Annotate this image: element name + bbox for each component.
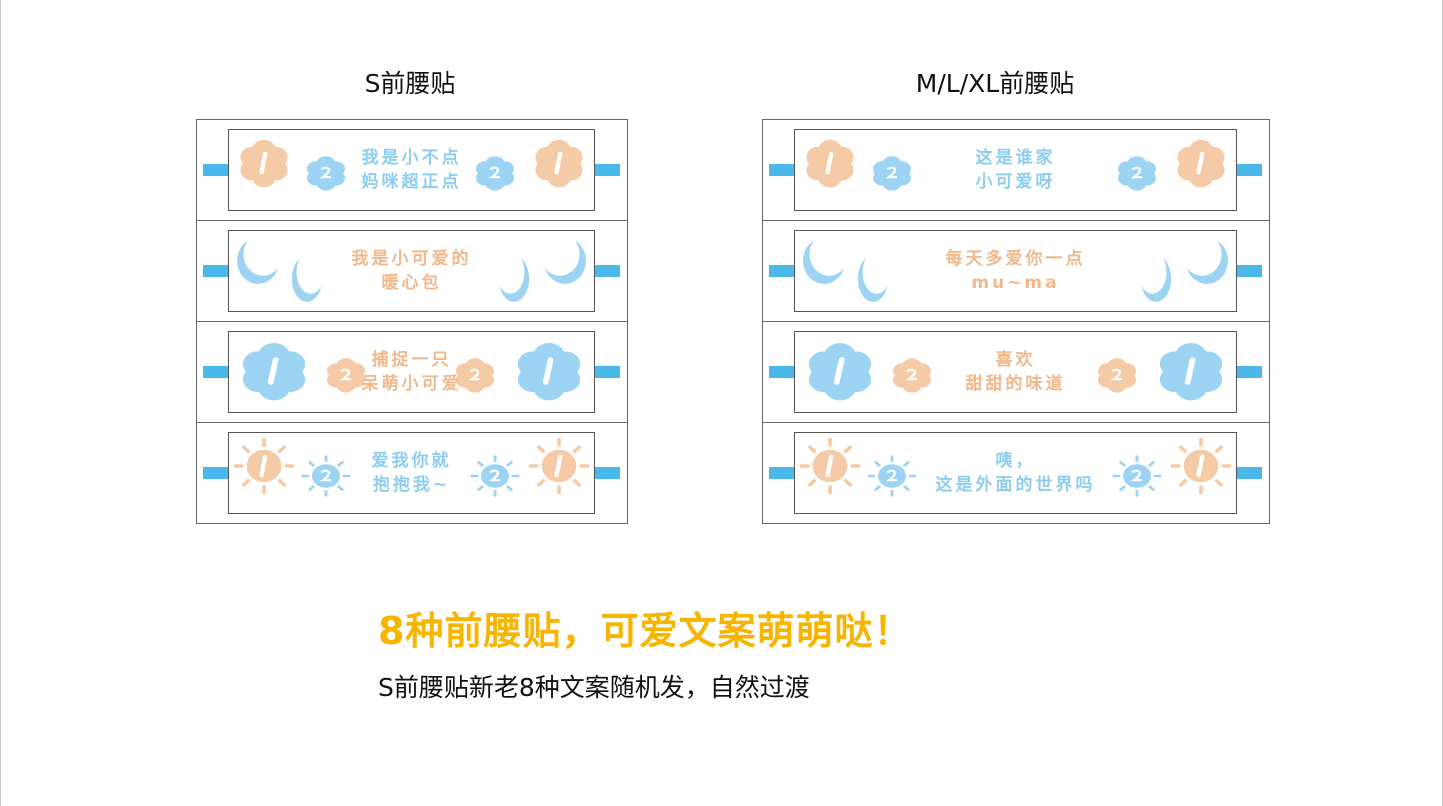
sticker-text: 每天多爱你一点 mu~ma	[795, 247, 1236, 295]
big-cloud-icon	[528, 134, 590, 196]
sticker-text-line: 这是外面的世界吗	[935, 475, 1096, 495]
left-tab	[203, 164, 228, 176]
small-cloud-icon	[321, 354, 371, 400]
sticker-text: 咦， 这是外面的世界吗	[795, 449, 1236, 497]
big-cloud-icon	[799, 336, 881, 410]
big-moon-icon	[540, 235, 590, 294]
sticker-row: 捕捉一只呆萌小可爱	[197, 322, 627, 423]
big-moon-icon	[1182, 235, 1232, 294]
small-moon-icon	[855, 253, 891, 311]
sticker-text: 我是小不点妈咪超正点	[229, 146, 594, 194]
headline: 8种前腰贴，可爱文案萌萌哒！	[378, 609, 913, 653]
sticker-text-line: 这是谁家	[975, 148, 1056, 168]
right-tab	[1237, 164, 1262, 176]
sticker: 喜欢甜甜的味道	[794, 331, 1237, 413]
big-cloud-icon	[508, 336, 590, 410]
right-tab	[1237, 467, 1262, 479]
sticker-text-line: 妈咪超正点	[361, 172, 462, 192]
big-sun-icon	[528, 437, 590, 499]
small-moon-icon	[496, 253, 532, 311]
sticker-text-line: 暖心包	[381, 273, 442, 293]
sticker: 这是谁家小可爱呀	[794, 129, 1237, 211]
left-tab	[769, 265, 794, 277]
page-left-edge	[0, 0, 1, 806]
small-cloud-icon	[1092, 354, 1142, 400]
big-sun-icon	[799, 437, 861, 499]
right-tab	[1237, 366, 1262, 378]
small-sun-icon	[1112, 455, 1162, 501]
mlxl-title: M/L/XL前腰贴	[915, 69, 1075, 98]
left-tab	[769, 366, 794, 378]
small-moon-icon	[1138, 253, 1174, 311]
sticker-text: 喜欢甜甜的味道	[795, 348, 1236, 396]
sticker-text-line: 喜欢	[995, 350, 1036, 370]
left-tab	[769, 467, 794, 479]
mlxl-waist-sticker-panel: 这是谁家小可爱呀每天多爱你一点 mu~ma 喜欢甜甜的味道咦， 这是外面的世界吗	[762, 119, 1270, 524]
sticker-row: 我是小不点妈咪超正点	[197, 120, 627, 221]
sticker-text-line: 小可爱呀	[975, 172, 1056, 192]
sticker-row: 咦， 这是外面的世界吗	[763, 423, 1269, 524]
sticker-text-line: 咦，	[995, 451, 1036, 471]
sticker-row: 喜欢甜甜的味道	[763, 322, 1269, 423]
big-moon-icon	[799, 235, 849, 294]
sticker: 咦， 这是外面的世界吗	[794, 432, 1237, 514]
sticker-text-line: 捕捉一只	[371, 350, 452, 370]
left-tab	[203, 366, 228, 378]
sticker-text-line: mu~ma	[971, 273, 1060, 293]
sticker: 我是小可爱的暖心包	[228, 230, 595, 312]
right-tab	[595, 366, 620, 378]
left-tab	[203, 265, 228, 277]
small-cloud-icon	[1112, 152, 1162, 198]
sticker-row: 爱我你就抱抱我~	[197, 423, 627, 524]
sticker: 我是小不点妈咪超正点	[228, 129, 595, 211]
sticker-text-line: 每天多爱你一点	[945, 249, 1086, 269]
big-moon-icon	[233, 235, 283, 294]
sticker-text-line: 抱抱我~	[372, 475, 451, 495]
right-tab	[595, 265, 620, 277]
sticker-text: 这是谁家小可爱呀	[795, 146, 1236, 194]
sticker-text: 捕捉一只呆萌小可爱	[229, 348, 594, 396]
sticker: 每天多爱你一点 mu~ma	[794, 230, 1237, 312]
sticker: 爱我你就抱抱我~	[228, 432, 595, 514]
sticker-text: 我是小可爱的暖心包	[229, 247, 594, 295]
sticker-text-line: 呆萌小可爱	[361, 374, 462, 394]
s-title: S前腰贴	[364, 69, 456, 98]
right-tab	[595, 467, 620, 479]
sticker-text: 爱我你就抱抱我~	[229, 449, 594, 497]
sticker: 捕捉一只呆萌小可爱	[228, 331, 595, 413]
big-sun-icon	[1170, 437, 1232, 499]
big-cloud-icon	[799, 134, 861, 196]
left-tab	[769, 164, 794, 176]
small-cloud-icon	[867, 152, 917, 198]
sticker-text-line: 我是小可爱的	[351, 249, 472, 269]
small-moon-icon	[289, 253, 325, 311]
big-cloud-icon	[1150, 336, 1232, 410]
sticker-text-line: 爱我你就	[371, 451, 452, 471]
big-cloud-icon	[1170, 134, 1232, 196]
left-tab	[203, 467, 228, 479]
subtitle: S前腰贴新老8种文案随机发，自然过渡	[378, 673, 810, 702]
s-waist-sticker-panel: 我是小不点妈咪超正点我是小可爱的暖心包捕捉一只呆萌小可爱爱我你就抱抱我~	[196, 119, 628, 524]
sticker-text-line: 甜甜的味道	[965, 374, 1066, 394]
big-sun-icon	[233, 437, 295, 499]
small-sun-icon	[867, 455, 917, 501]
sticker-row: 每天多爱你一点 mu~ma	[763, 221, 1269, 322]
right-tab	[595, 164, 620, 176]
sticker-row: 这是谁家小可爱呀	[763, 120, 1269, 221]
big-cloud-icon	[233, 336, 315, 410]
right-tab	[1237, 265, 1262, 277]
small-cloud-icon	[301, 152, 351, 198]
small-sun-icon	[470, 455, 520, 501]
small-cloud-icon	[470, 152, 520, 198]
small-cloud-icon	[450, 354, 500, 400]
sticker-row: 我是小可爱的暖心包	[197, 221, 627, 322]
big-cloud-icon	[233, 134, 295, 196]
sticker-text-line: 我是小不点	[361, 148, 462, 168]
small-cloud-icon	[887, 354, 937, 400]
small-sun-icon	[301, 455, 351, 501]
